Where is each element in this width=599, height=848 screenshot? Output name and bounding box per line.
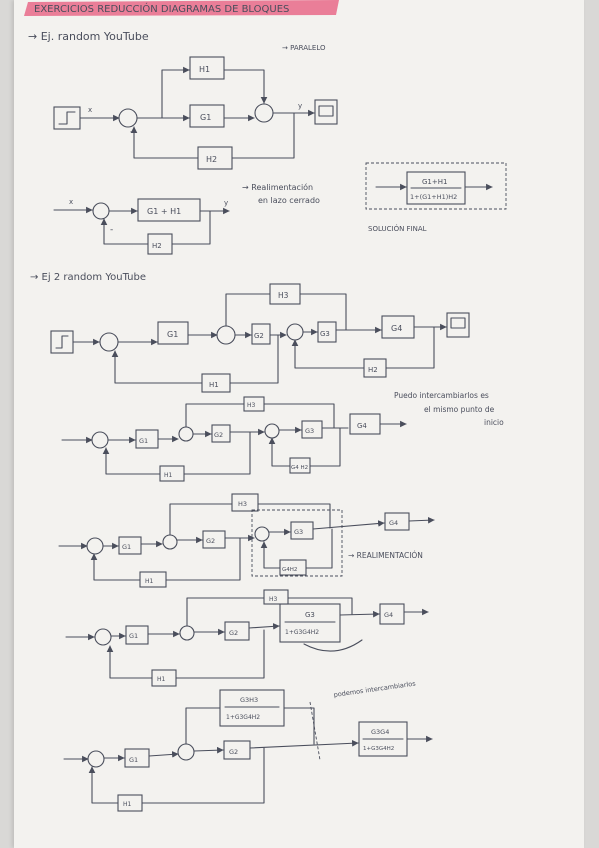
svg-text:G2: G2 <box>254 332 264 340</box>
svg-text:G1: G1 <box>200 113 211 122</box>
scope-output-icon <box>314 99 338 125</box>
ex2-step3-diagram: G1 G2 G3 G4 H3 G4H2 H1 <box>58 493 435 588</box>
svg-text:G3: G3 <box>305 611 315 619</box>
final-solution-label: SOLUCIÓN FINAL <box>368 224 427 233</box>
note-closed-loop: → Realimentación en lazo cerrado <box>242 182 320 205</box>
svg-text:G3: G3 <box>305 427 314 435</box>
block-g2-ex2 <box>251 323 271 345</box>
note-interchange: Puedo intercambiarlos es el mismo punto … <box>394 391 504 427</box>
final-solution: G1+H1 1+(G1+H1)H2 SOLUCIÓN FINAL <box>365 162 507 233</box>
ex2-heading: → Ej 2 random YouTube <box>30 272 146 283</box>
ex1-step2-diagram: x - G1 + H1 y H2 <box>53 198 230 255</box>
svg-text:x: x <box>88 106 92 114</box>
svg-text:G4: G4 <box>357 422 367 430</box>
svg-text:G1: G1 <box>129 756 138 764</box>
svg-text:H2: H2 <box>206 155 217 164</box>
svg-text:G4 H2: G4 H2 <box>291 465 308 471</box>
svg-text:H1: H1 <box>209 381 219 389</box>
handwritten-diagrams: EXERCICIOS REDUCCIÓN DIAGRAMAS DE BLOQUE… <box>24 0 507 812</box>
svg-text:1+G3G4H2: 1+G3G4H2 <box>363 746 394 752</box>
block-g3h3-over <box>219 689 285 727</box>
svg-text:1+G3G4H2: 1+G3G4H2 <box>226 714 260 721</box>
note-parallel: → PARALELO <box>282 44 326 52</box>
svg-text:G1+H1: G1+H1 <box>422 178 447 186</box>
svg-text:H1: H1 <box>157 676 166 683</box>
scope-output-icon-2 <box>446 312 470 338</box>
block-h1 <box>189 56 225 80</box>
svg-text:x: x <box>69 198 73 206</box>
block-g1-plus-h1 <box>137 198 201 222</box>
summing-junction-1 <box>118 108 138 128</box>
svg-text:H1: H1 <box>145 578 154 585</box>
ex2-step2-diagram: G1 G2 G3 G4 H3 G4 H2 H1 <box>61 396 407 482</box>
title-highlight <box>24 0 339 16</box>
svg-text:y: y <box>298 102 302 110</box>
svg-text:H1: H1 <box>199 65 210 74</box>
page-title: EXERCICIOS REDUCCIÓN DIAGRAMAS DE BLOQUE… <box>34 2 289 15</box>
ex1-heading: → Ej. random YouTube <box>28 30 149 43</box>
svg-text:-: - <box>130 127 133 137</box>
block-g1-ex2 <box>157 321 189 345</box>
svg-text:G4: G4 <box>384 611 393 619</box>
ex2-step5-diagram: G1 G2 G3H3 1+G3G4H2 G3G4 1+G3G4H2 H1 <box>63 689 433 812</box>
svg-text:G1: G1 <box>167 330 178 339</box>
svg-text:G1: G1 <box>122 543 131 551</box>
svg-text:H2: H2 <box>152 242 162 250</box>
svg-text:-: - <box>110 225 113 235</box>
svg-text:H3: H3 <box>238 500 247 508</box>
svg-text:H1: H1 <box>123 801 132 808</box>
notebook-page: EXERCICIOS REDUCCIÓN DIAGRAMAS DE BLOQUE… <box>14 0 584 848</box>
svg-text:H1: H1 <box>164 472 173 479</box>
svg-text:y: y <box>224 199 228 207</box>
svg-text:G3H3: G3H3 <box>240 696 258 704</box>
svg-text:1+(G1+H1)H2: 1+(G1+H1)H2 <box>410 193 457 201</box>
svg-text:G4: G4 <box>391 324 402 333</box>
block-g1 <box>189 104 225 128</box>
summing-junction-2 <box>254 103 274 123</box>
svg-text:1+G3G4H2: 1+G3G4H2 <box>285 629 319 636</box>
ex2-step4-diagram: G1 G2 G3 1+G3G4H2 G4 H3 H1 <box>65 589 429 687</box>
svg-text:G4H2: G4H2 <box>282 567 297 573</box>
svg-text:G2: G2 <box>206 537 215 545</box>
svg-text:G1 + H1: G1 + H1 <box>147 207 181 216</box>
svg-text:G3: G3 <box>294 528 303 536</box>
svg-text:G2: G2 <box>229 629 238 637</box>
svg-text:H3: H3 <box>247 402 256 409</box>
svg-text:G4: G4 <box>389 519 398 527</box>
svg-text:H3: H3 <box>278 291 289 300</box>
svg-text:G2: G2 <box>229 748 238 756</box>
note-feedback: → REALIMENTACIÓN <box>348 551 423 560</box>
note-swap: podemos intercambiarlos <box>333 679 417 699</box>
svg-text:G1: G1 <box>129 632 138 640</box>
svg-text:G3: G3 <box>320 330 330 338</box>
svg-text:G2: G2 <box>214 431 223 439</box>
ex2-diagram: G1 G2 G3 G4 H3 H2 H1 <box>50 283 470 393</box>
ex1-diagram: x - H1 G1 y H2 <box>53 56 338 170</box>
svg-text:G3G4: G3G4 <box>371 728 389 736</box>
block-g3-ex2 <box>317 321 337 343</box>
svg-text:H2: H2 <box>368 366 378 374</box>
block-g3-over <box>279 603 341 643</box>
svg-text:G1: G1 <box>139 437 148 445</box>
svg-text:H3: H3 <box>269 596 278 603</box>
